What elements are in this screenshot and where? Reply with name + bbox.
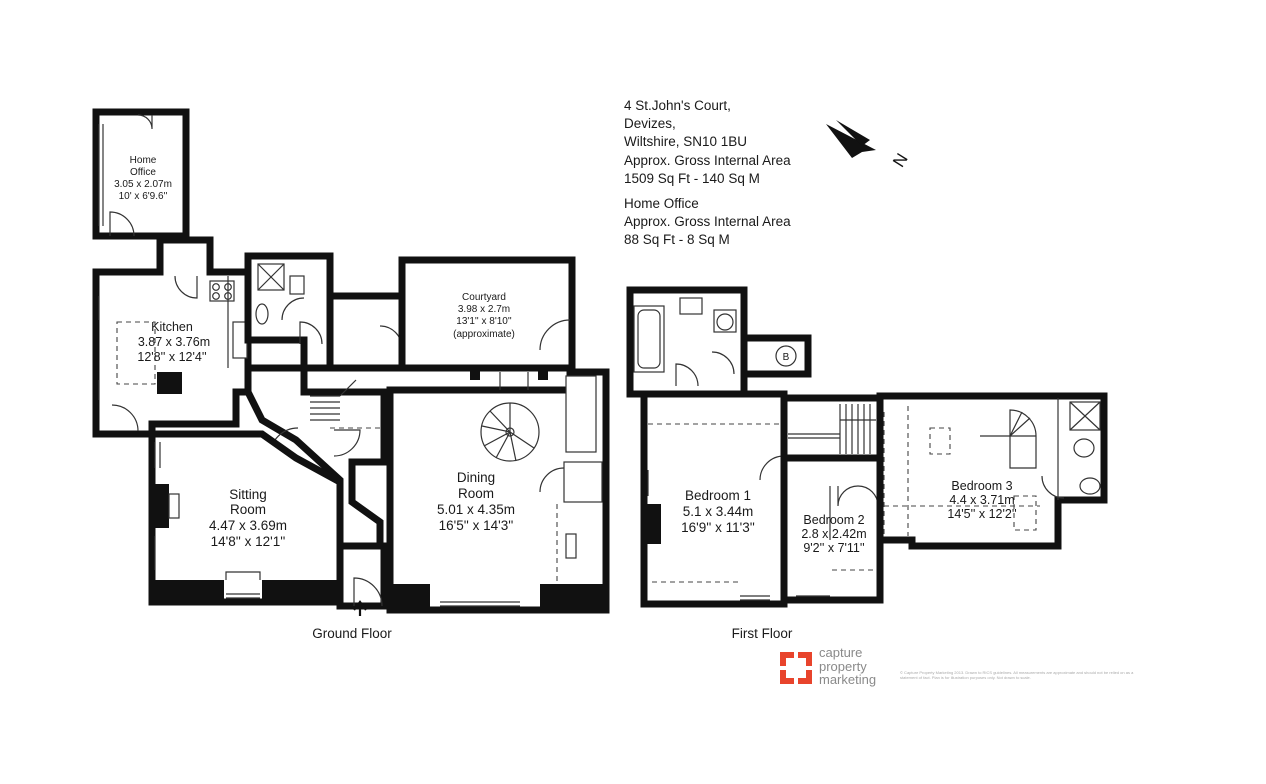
address-line3: Wiltshire, SN10 1BU [624,134,748,150]
courtyard-area [398,256,576,372]
address-line1: 4 St.John's Court, [624,98,731,113]
bedroom-1 [640,390,788,608]
kitchen-name: Kitchen [151,320,193,334]
dining-imperial: 16'5'' x 14'3'' [439,518,514,533]
bedroom2-name: Bedroom 2 [803,513,864,527]
sitting-fireplace [155,484,169,528]
north-arrow-icon: N [826,120,912,171]
dining-name1: Dining [457,470,495,485]
courtyard-name: Courtyard [462,292,506,303]
bedroom1-imperial: 16'9'' x 11'3'' [681,520,755,535]
property-info: 4 St.John's Court, Devizes, Wiltshire, S… [624,97,791,250]
front-door [353,577,383,607]
sitting-imperial: 14'8'' x 12'1'' [211,534,286,549]
ground-wc [289,275,305,295]
sitting-metric: 4.47 x 3.69m [209,518,287,533]
sitting-name1: Sitting [229,487,267,502]
entrance-arrow-icon [353,600,367,616]
address-line2: Devizes, [624,116,676,132]
ground-floor-label: Ground Floor [312,626,392,641]
ground-stairs [310,379,357,421]
courtyard-imperial: 13'1'' x 8'10'' [456,316,511,327]
room-labels: Home Office 3.05 x 2.07m 10' x 6'9.6'' K… [114,155,1017,555]
bedroom3-spiral-stair [1009,409,1037,469]
landing [780,394,884,462]
office-title: Home Office [624,196,699,212]
store-corridor [326,292,406,372]
home-office-door [109,211,135,237]
bedroom-3 [876,392,1108,550]
kitchen-metric: 3.87 x 3.76m [138,335,210,349]
first-floor: B [626,286,1108,608]
home-office-name2: Office [130,167,156,178]
courtyard-note: (approximate) [453,329,515,340]
boiler-icon [775,345,797,367]
courtyard-metric: 3.98 x 2.7m [458,304,510,315]
spiral-stair [480,402,540,462]
bath-basin [679,297,703,315]
ensuite-wc [1073,438,1095,458]
brand-line2: property [819,658,867,674]
disclaimer: © Capture Property Marketing 2013. Drawn… [900,670,1134,680]
home-office-metric: 3.05 x 2.07m [114,179,172,190]
address-area-value: 1509 Sq Ft - 140 Sq M [624,170,760,186]
office-area-value: 88 Sq Ft - 8 Sq M [624,232,730,248]
ensuite-basin [1079,477,1101,495]
kitchen-imperial: 12'8'' x 12'4'' [137,350,206,364]
brand-name: capture property marketing [819,646,876,687]
home-office-imperial: 10' x 6'9.6'' [119,191,168,202]
bedroom2-imperial: 9'2'' x 7'11'' [803,541,864,555]
ground-floor [92,108,610,616]
dining-radiator [565,533,577,559]
first-floor-label: First Floor [732,626,793,641]
brand-line1: capture [819,645,863,660]
bedroom1-chimney [647,504,661,544]
office-area-label: Approx. Gross Internal Area [624,214,791,230]
entrance-lobby [336,542,388,610]
dining-metric: 5.01 x 4.35m [437,502,515,517]
home-office-name1: Home [130,155,157,166]
bedroom1-name: Bedroom 1 [685,488,751,503]
bedroom1-metric: 5.1 x 3.44m [683,504,754,519]
brand-logo-icon [780,652,812,684]
bedroom3-imperial: 14'5'' x 12'2'' [947,507,1016,521]
dining-name2: Room [458,486,494,501]
bedroom2-metric: 2.8 x 2.42m [801,527,866,541]
bedroom3-name: Bedroom 3 [951,479,1012,493]
address-area-label: Approx. Gross Internal Area [624,152,791,168]
north-label: N [889,150,912,170]
brand-line3: marketing [819,672,877,687]
boiler-label: B [783,352,790,363]
bedroom3-metric: 4.4 x 3.71m [949,493,1014,507]
home-office-room [92,108,190,240]
sitting-name2: Room [230,502,266,517]
first-stairs [788,404,876,454]
